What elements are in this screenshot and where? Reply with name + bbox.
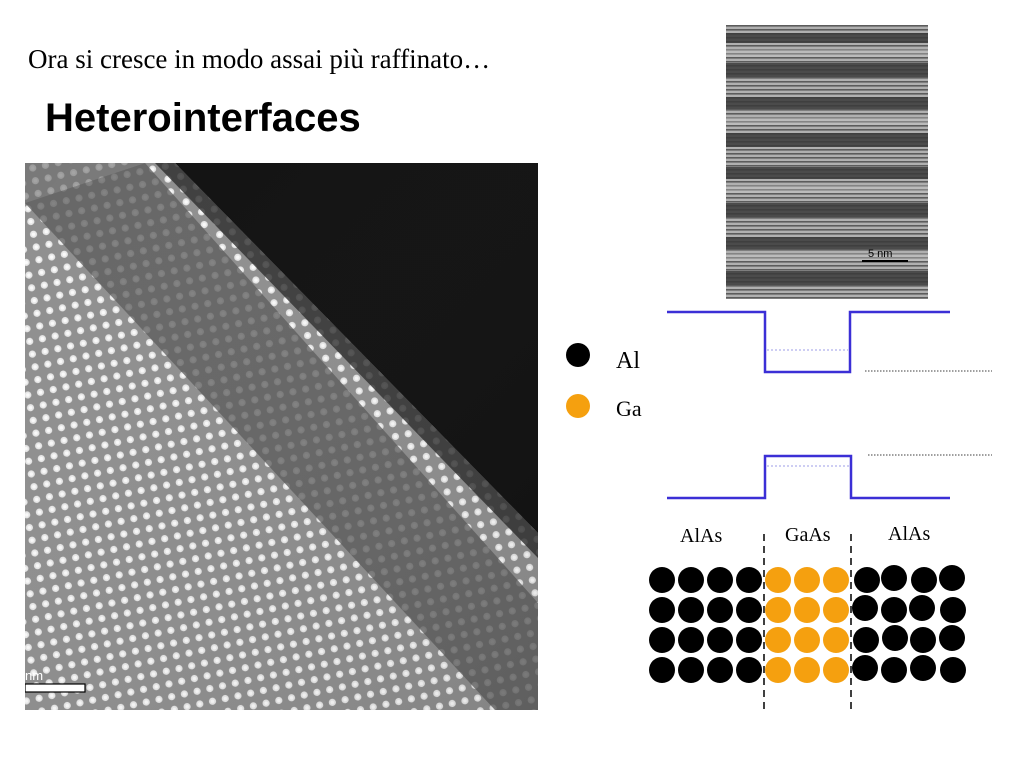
- atom-grid: [649, 565, 966, 683]
- legend-ga-marker: [566, 394, 590, 418]
- scale-label-large: nm: [25, 668, 43, 683]
- legend-al-marker: [566, 343, 590, 367]
- stem-heterointerface-image: nm: [25, 163, 538, 710]
- tem-superlattice-image: 5 nm: [726, 25, 928, 299]
- legend-ga-label: Ga: [616, 396, 642, 421]
- layer-label-gaas: GaAs: [785, 524, 831, 546]
- layer-label-alas-left: AlAs: [680, 525, 722, 547]
- slide-title: Heterointerfaces: [45, 96, 361, 140]
- scale-bar-large: [25, 683, 86, 693]
- band-and-atom-diagram: Al Ga AlAs GaAs AlAs: [566, 310, 992, 712]
- conduction-band-line: [667, 310, 950, 374]
- legend-al-label: Al: [616, 348, 640, 374]
- valence-band-line: [667, 454, 950, 500]
- scale-label-small: 5 nm: [868, 248, 892, 260]
- slide-subtitle: Ora si cresce in modo assai più raffinat…: [28, 44, 491, 74]
- layer-label-alas-right: AlAs: [888, 523, 930, 545]
